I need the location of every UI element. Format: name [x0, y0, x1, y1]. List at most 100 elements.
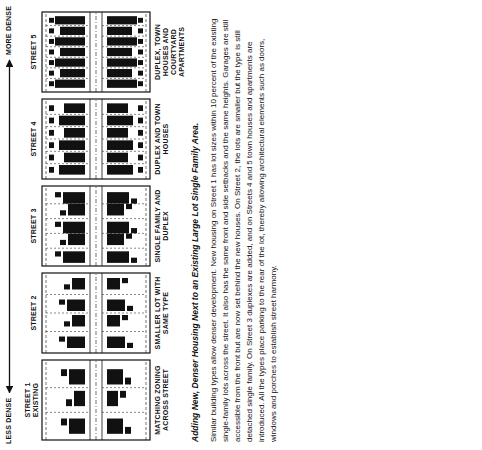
building-footprint: [61, 369, 67, 376]
block-plans: [42, 12, 150, 440]
side-lot-line: [46, 218, 90, 219]
building-footprint: [49, 28, 54, 33]
building-footprint: [138, 39, 143, 44]
building-footprint: [107, 315, 120, 326]
street-edge: [90, 12, 91, 92]
building-footprint: [131, 258, 137, 263]
block-outline: [42, 12, 150, 92]
building-footprint: [125, 427, 131, 434]
rear-lot-line: [146, 360, 147, 440]
side-lot-line: [46, 126, 90, 127]
building-footprint: [63, 222, 85, 234]
building-footprint: [127, 343, 133, 348]
side-lot-line: [102, 248, 146, 249]
side-lot-line: [46, 163, 90, 164]
street-block: [42, 99, 150, 179]
building-footprint: [107, 204, 124, 216]
side-lot-line: [102, 57, 146, 58]
building-footprint: [131, 198, 137, 203]
building-footprint: [55, 251, 61, 256]
building-footprint: [67, 300, 85, 311]
building-footprint: [64, 284, 70, 289]
building-footprint: [107, 419, 123, 434]
building-footprint: [59, 337, 65, 342]
building-footprint: [138, 142, 143, 148]
building-footprint: [69, 419, 85, 434]
rear-lot-line: [46, 360, 47, 440]
building-footprint: [107, 128, 128, 138]
block-type-label: SINGLE FAMILY AND DUPLEX: [154, 186, 170, 266]
building-footprint: [107, 337, 125, 348]
building-footprint: [49, 50, 54, 55]
building-footprint: [60, 48, 85, 56]
side-lot-line: [102, 218, 146, 219]
building-footprint: [138, 28, 143, 33]
building-footprint: [49, 18, 54, 23]
street-block: [42, 360, 150, 440]
building-footprint: [138, 71, 143, 76]
building-footprint: [107, 69, 132, 77]
building-footprint: [107, 222, 129, 234]
building-footprint: [122, 278, 128, 283]
building-footprint: [55, 80, 85, 88]
side-lot-line: [102, 25, 146, 26]
building-footprint: [69, 369, 85, 384]
building-footprint: [55, 192, 61, 197]
side-lot-line: [46, 57, 90, 58]
street-edge: [90, 360, 91, 440]
rotated-sheet: LESS DENSEMORE DENSESTREET 1 EXISTINGSTR…: [0, 0, 330, 450]
building-footprint: [49, 81, 54, 86]
block-outline: [42, 360, 150, 440]
building-footprint: [107, 391, 118, 406]
side-lot-line: [102, 36, 146, 37]
street-edge: [102, 360, 103, 440]
street-centerline: [96, 12, 97, 92]
rear-lot-line: [146, 12, 147, 92]
side-lot-line: [102, 294, 146, 295]
building-footprint: [55, 222, 61, 227]
building-footprint: [67, 337, 85, 348]
building-footprint: [64, 321, 70, 326]
building-footprint: [122, 315, 128, 320]
figure-caption: Similar building types allow denser deve…: [208, 6, 280, 442]
building-footprint: [107, 278, 120, 289]
side-lot-line: [102, 412, 146, 413]
density-arrow: [9, 60, 10, 393]
street-centerline: [96, 360, 97, 440]
side-lot-line: [46, 331, 90, 332]
density-label: MORE DENSE: [5, 6, 13, 66]
building-footprint: [107, 153, 128, 163]
building-footprint: [68, 234, 85, 246]
building-footprint: [49, 118, 54, 124]
block-outline: [42, 99, 150, 179]
building-footprint: [49, 155, 54, 161]
side-lot-line: [102, 331, 146, 332]
building-footprint: [60, 240, 66, 245]
street-centerline: [96, 99, 97, 179]
side-lot-line: [46, 114, 90, 115]
building-footprint: [49, 167, 54, 173]
building-footprint: [107, 300, 125, 311]
side-lot-line: [46, 139, 90, 140]
building-footprint: [60, 27, 85, 35]
street-block: [42, 273, 150, 353]
rear-lot-line: [46, 186, 47, 266]
building-footprint: [55, 16, 85, 24]
side-lot-line: [46, 46, 90, 47]
side-lot-line: [102, 151, 146, 152]
side-lot-line: [46, 25, 90, 26]
side-lot-line: [102, 126, 146, 127]
side-lot-line: [46, 78, 90, 79]
building-footprint: [138, 118, 143, 124]
figure-title: Adding New, Denser Housing Next to an Ex…: [190, 6, 201, 442]
building-footprint: [63, 251, 85, 263]
building-footprint: [60, 69, 85, 77]
building-footprint: [107, 140, 133, 150]
building-footprint: [107, 37, 137, 45]
building-footprint: [131, 228, 137, 233]
building-footprint: [59, 165, 85, 175]
street-centerline: [96, 273, 97, 353]
building-footprint: [64, 128, 85, 138]
building-footprint: [138, 81, 143, 86]
side-lot-line: [102, 78, 146, 79]
